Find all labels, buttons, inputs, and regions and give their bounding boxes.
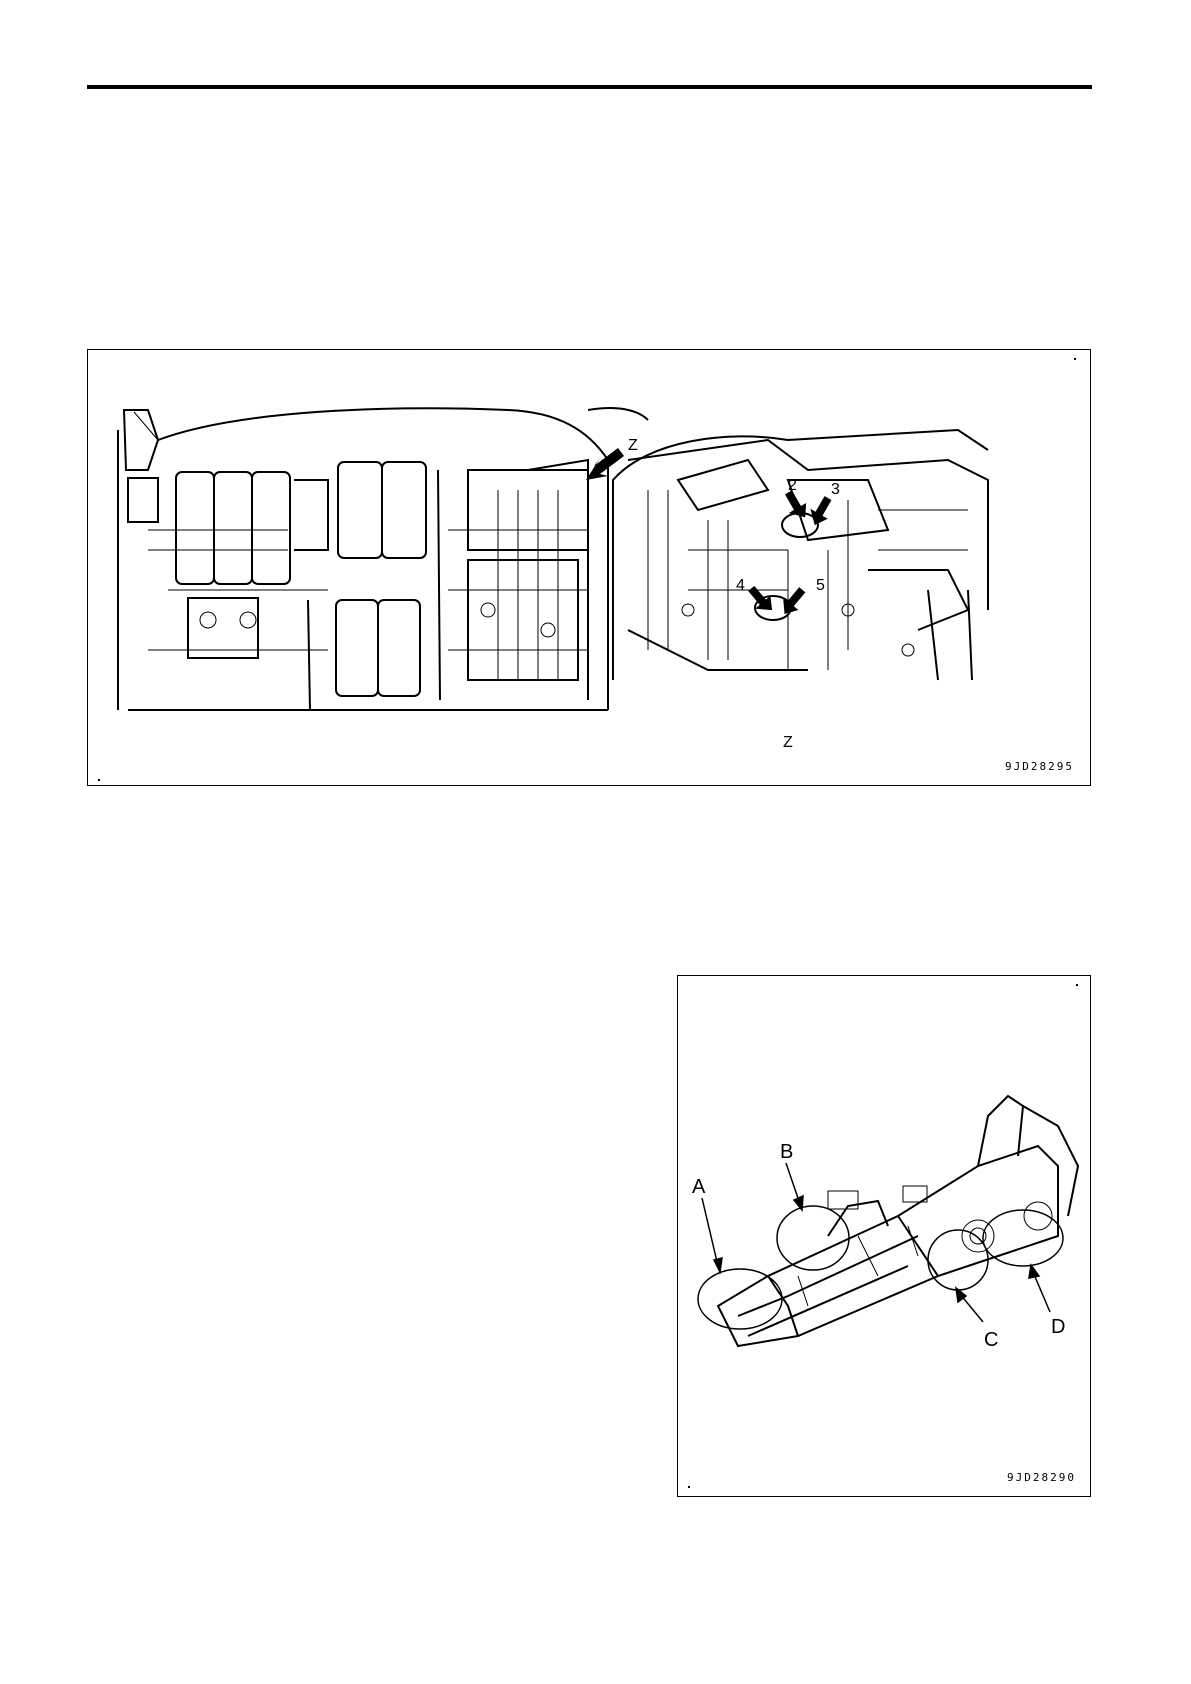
figure-engine-view: Z 2 3 4 5 Z 9: [87, 349, 1091, 786]
left-drawing: [118, 408, 648, 710]
figure-code: 9JD28295: [1005, 760, 1074, 773]
figure-frame-view: A B C D 9JD28290: [677, 975, 1091, 1497]
callout-4: 4: [736, 577, 745, 594]
frame-body: [718, 1096, 1078, 1346]
callout-b: B: [780, 1141, 793, 1163]
right-drawing-detail: [648, 490, 968, 670]
frame-detail: [798, 1186, 1052, 1306]
right-drawing: [613, 430, 988, 680]
callout-c: C: [984, 1329, 998, 1351]
callout-d: D: [1051, 1316, 1065, 1338]
header-rule: [87, 85, 1092, 89]
callout-a: A: [692, 1176, 706, 1198]
circle-c: [928, 1230, 988, 1290]
callout-arrows: [744, 487, 837, 619]
circle-b: [777, 1206, 849, 1270]
view-z-label: Z: [783, 734, 793, 751]
circle-a: [698, 1269, 782, 1329]
callout-3: 3: [831, 481, 840, 498]
callout-5: 5: [816, 577, 825, 594]
leader-arrows: [702, 1163, 1050, 1322]
callout-2: 2: [788, 477, 797, 494]
left-drawing-detail: [134, 412, 588, 680]
view-z-arrow-label: Z: [628, 437, 638, 454]
frame-illustration: A B C D: [678, 976, 1092, 1498]
figure-code: 9JD28290: [1007, 1471, 1076, 1484]
engine-illustration: Z 2 3 4 5 Z: [88, 350, 1092, 787]
